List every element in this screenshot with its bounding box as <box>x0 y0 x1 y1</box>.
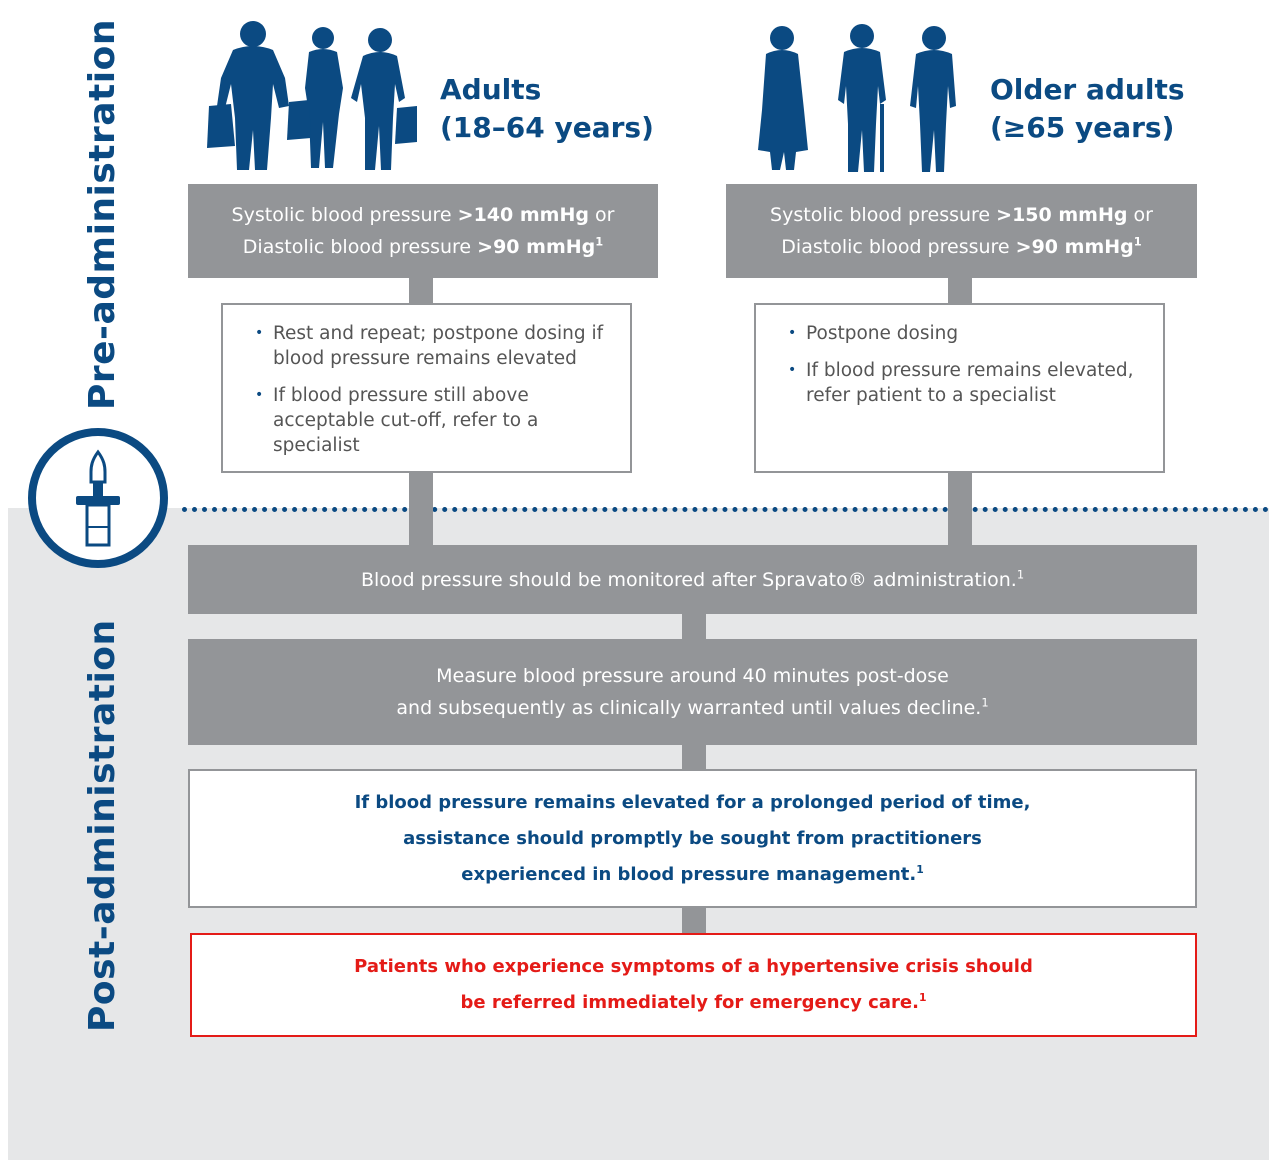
older-adults-title-line1: Older adults <box>990 73 1185 106</box>
connector <box>948 278 972 304</box>
connector <box>682 745 706 769</box>
elevated-line1: If blood pressure remains elevated for a… <box>354 791 1031 813</box>
adults-title-line1: Adults <box>440 73 542 106</box>
list-item: If blood pressure remains elevated, refe… <box>782 358 1145 408</box>
connector <box>682 614 706 640</box>
adults-criteria-line2: Diastolic blood pressure >90 mmHg1 <box>242 234 604 258</box>
connector <box>409 472 433 545</box>
list-item: If blood pressure still above acceptable… <box>249 383 608 458</box>
elevated-note-box: If blood pressure remains elevated for a… <box>188 769 1197 908</box>
section-divider <box>182 507 1269 512</box>
adults-title: Adults (18–64 years) <box>440 71 654 147</box>
older-adults-criteria-box: Systolic blood pressure >150 mmHg or Dia… <box>726 184 1197 278</box>
crisis-note-box: Patients who experience symptoms of a hy… <box>190 933 1197 1037</box>
list-item: Postpone dosing <box>782 321 1145 346</box>
connector <box>948 472 972 545</box>
list-item: Rest and repeat; postpone dosing if bloo… <box>249 321 608 371</box>
older-adults-title-line2: (≥65 years) <box>990 111 1175 144</box>
measure-line1: Measure blood pressure around 40 minutes… <box>436 665 949 687</box>
connector <box>682 907 706 934</box>
crisis-line1: Patients who experience symptoms of a hy… <box>354 956 1033 977</box>
pre-administration-label: Pre-administration <box>82 19 123 410</box>
adults-silhouettes-icon <box>205 18 420 178</box>
adults-action-list: Rest and repeat; postpone dosing if bloo… <box>249 321 608 458</box>
nasal-spray-device-icon <box>28 428 168 568</box>
measure-box: Measure blood pressure around 40 minutes… <box>188 639 1197 745</box>
post-administration-label: Post-administration <box>82 619 123 1032</box>
crisis-line2: be referred immediately for emergency ca… <box>460 991 927 1013</box>
monitor-text: Blood pressure should be monitored after… <box>360 567 1025 591</box>
adults-criteria-box: Systolic blood pressure >140 mmHg or Dia… <box>188 184 658 278</box>
measure-line2: and subsequently as clinically warranted… <box>396 695 989 719</box>
adults-title-line2: (18–64 years) <box>440 111 654 144</box>
older-criteria-line1: Systolic blood pressure >150 mmHg or <box>770 204 1153 226</box>
older-adults-action-list: Postpone dosing If blood pressure remain… <box>782 321 1145 408</box>
connector <box>409 278 433 304</box>
older-criteria-line2: Diastolic blood pressure >90 mmHg1 <box>781 234 1142 258</box>
elevated-line3: experienced in blood pressure management… <box>461 862 924 885</box>
older-adults-silhouettes-icon <box>752 20 977 180</box>
monitor-box: Blood pressure should be monitored after… <box>188 545 1197 614</box>
adults-action-box: Rest and repeat; postpone dosing if bloo… <box>221 303 632 473</box>
older-adults-title: Older adults (≥65 years) <box>990 71 1185 147</box>
older-adults-action-box: Postpone dosing If blood pressure remain… <box>754 303 1165 473</box>
adults-criteria-line1: Systolic blood pressure >140 mmHg or <box>231 204 615 226</box>
elevated-line2: assistance should promptly be sought fro… <box>403 827 982 849</box>
